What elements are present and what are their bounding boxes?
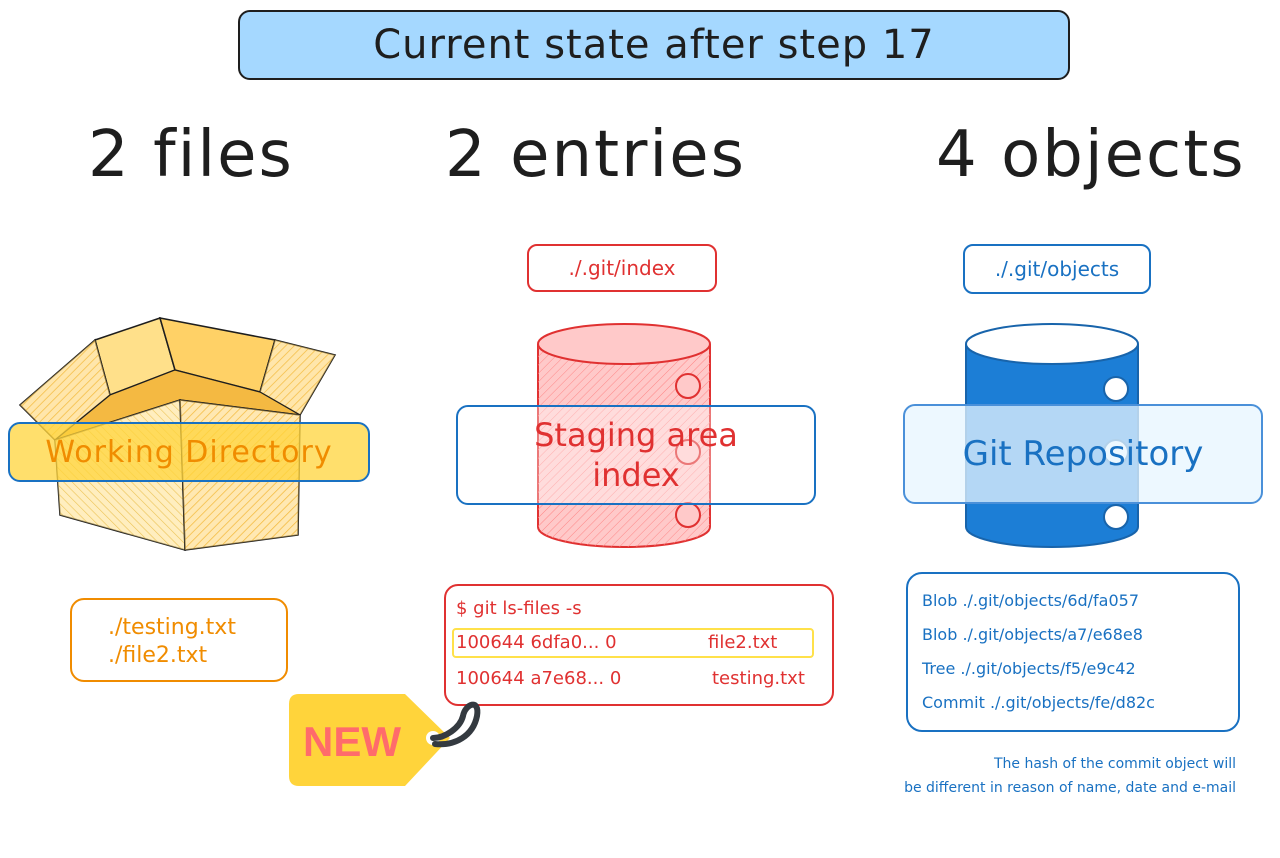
file-item: ./testing.txt [108,615,236,640]
highlight-row [452,628,814,658]
git-repository-label: Git Repository [903,404,1263,504]
new-badge-label: NEW [303,718,401,765]
index-entry: 100644 a7e68... 0 [456,668,622,689]
staging-area-label: Staging area index [456,405,816,505]
database-icon [537,323,711,548]
object-item: Tree ./.git/objects/f5/e9c42 [922,659,1136,678]
entries-count: 2 entries [445,118,746,192]
working-directory-label: Working Directory [8,422,370,482]
tag-icon [289,694,481,786]
commit-hash-note: The hash of the commit object will be di… [904,756,1236,796]
ls-files-command: $ git ls-files -s [456,598,582,619]
object-item: Blob ./.git/objects/6d/fa057 [922,591,1140,610]
objects-list: Blob ./.git/objects/6d/fa057 Blob ./.git… [906,572,1240,732]
files-count: 2 files [88,118,294,192]
file-item: ./file2.txt [108,643,208,668]
title-banner: Current state after step 17 [238,10,1070,80]
index-path-box: ./.git/index [527,244,717,292]
index-entry: 100644 6dfa0... 0 [456,632,617,653]
ls-files-output: $ git ls-files -s 100644 6dfa0... 0 file… [444,584,834,706]
working-files-box: ./testing.txt ./file2.txt [70,598,288,682]
page-title: Current state after step 17 [373,22,935,68]
index-entry-name: testing.txt [712,668,805,689]
index-entry-name: file2.txt [708,632,778,653]
objects-path-box: ./.git/objects [963,244,1151,294]
object-item: Commit ./.git/objects/fe/d82c [922,693,1155,712]
object-item: Blob ./.git/objects/a7/e68e8 [922,625,1143,644]
objects-count: 4 objects [936,118,1246,192]
